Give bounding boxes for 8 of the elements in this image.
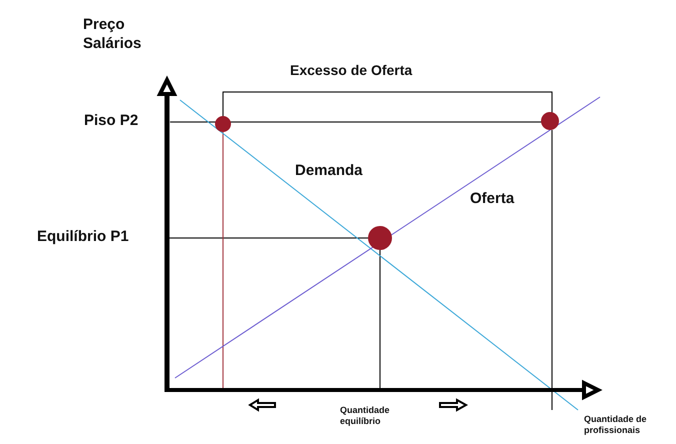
curve-label: Demanda bbox=[295, 162, 364, 181]
curve-label: Oferta bbox=[470, 190, 516, 209]
price-label: Piso P2 bbox=[84, 112, 140, 131]
price-label: Equilíbrio P1 bbox=[37, 228, 130, 247]
quantity-label: Quantidade equilíbrio bbox=[340, 405, 391, 428]
axis-title: Quantidade de profissionais bbox=[584, 414, 648, 436]
bracket-label: Excesso de Oferta bbox=[290, 62, 414, 80]
axis-title: Preço Salários bbox=[83, 16, 142, 54]
